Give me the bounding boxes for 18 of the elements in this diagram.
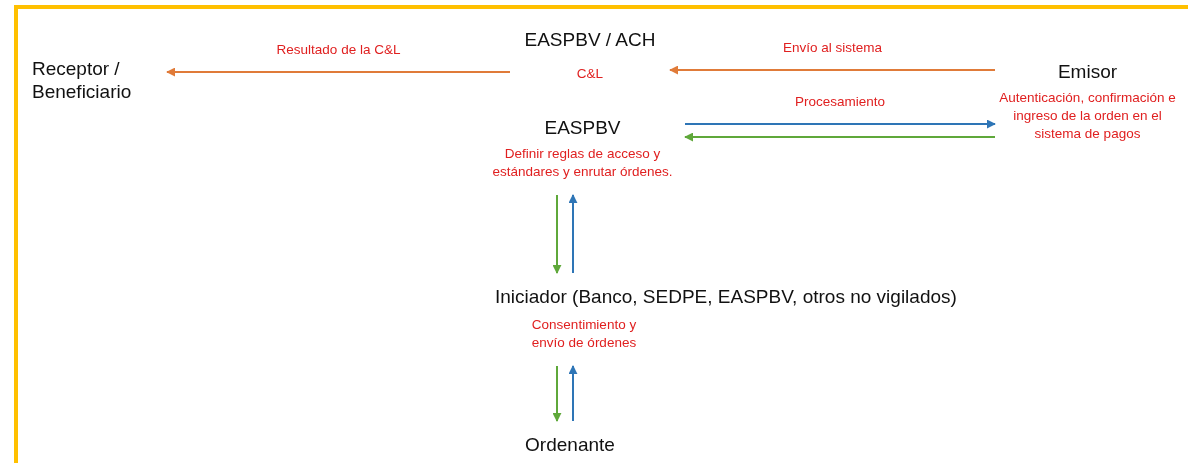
arrow [552, 194, 562, 274]
note-text: Definir reglas de acceso y estándares y enrutar órdenes. [491, 145, 674, 181]
entity-label: Ordenante [524, 433, 616, 456]
entity-label: Receptor / Beneficiario [32, 57, 133, 103]
entity-label: EASPBV / ACH [523, 28, 657, 51]
arrow [684, 132, 996, 142]
entity-label: Emisor [1056, 60, 1119, 83]
note-text: Consentimiento y envío de órdenes [530, 316, 638, 352]
arrow [568, 365, 578, 422]
arrow [669, 65, 996, 75]
note-text: Autenticación, confirmación e ingreso de la orden en el sistema de pagos [998, 89, 1177, 143]
arrow [166, 67, 511, 77]
arrow [684, 119, 996, 129]
note-text: C&L [575, 65, 605, 83]
entity-label: Iniciador (Banco, SEDPE, EASPBV, otros no vigilados) [495, 285, 958, 308]
arrow [568, 194, 578, 274]
arrow [552, 365, 562, 422]
entity-label: EASPBV [543, 116, 622, 139]
